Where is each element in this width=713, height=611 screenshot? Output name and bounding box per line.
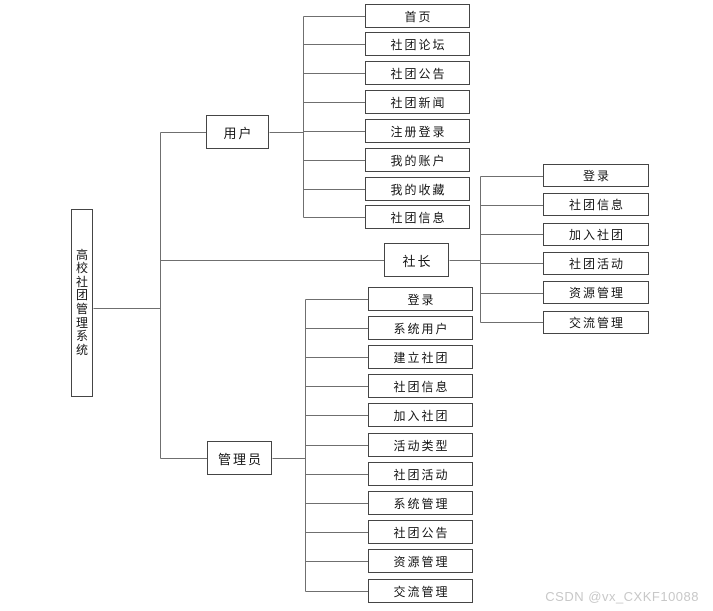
child-node-admin-10: 交流管理: [368, 579, 473, 603]
child-node-president-1: 社团信息: [543, 193, 649, 216]
root-node-char: 理: [75, 315, 88, 330]
child-node-admin-9: 资源管理: [368, 549, 473, 573]
child-node-admin-6: 社团活动: [368, 462, 473, 486]
root-node-char: 校: [75, 261, 88, 276]
child-node-user-1: 社团论坛: [365, 32, 470, 56]
child-node-president-5: 交流管理: [543, 311, 649, 334]
child-node-president-0: 登录: [543, 164, 649, 187]
root-node-char: 团: [75, 288, 88, 303]
child-node-admin-1: 系统用户: [368, 316, 473, 340]
child-node-user-5: 我的账户: [365, 148, 470, 172]
root-node: 高校社团管理系统: [71, 209, 93, 397]
watermark: CSDN @vx_CXKF10088: [545, 589, 699, 604]
root-node-char: 管: [75, 302, 88, 316]
child-node-admin-0: 登录: [368, 287, 473, 311]
child-node-admin-5: 活动类型: [368, 433, 473, 457]
child-node-admin-8: 社团公告: [368, 520, 473, 544]
child-node-admin-3: 社团信息: [368, 374, 473, 398]
child-node-user-2: 社团公告: [365, 61, 470, 85]
branch-node-president: 社长: [384, 243, 449, 277]
child-node-user-4: 注册登录: [365, 119, 470, 143]
child-node-president-2: 加入社团: [543, 223, 649, 246]
child-node-user-7: 社团信息: [365, 205, 470, 229]
child-node-president-3: 社团活动: [543, 252, 649, 275]
root-node-char: 统: [75, 342, 88, 357]
child-node-user-3: 社团新闻: [365, 90, 470, 114]
root-node-char: 社: [75, 274, 88, 289]
branch-node-user: 用户: [206, 115, 269, 149]
child-node-admin-7: 系统管理: [368, 491, 473, 515]
child-node-admin-2: 建立社团: [368, 345, 473, 369]
child-node-admin-4: 加入社团: [368, 403, 473, 427]
root-node-char: 系: [75, 329, 88, 344]
child-node-president-4: 资源管理: [543, 281, 649, 304]
child-node-user-6: 我的收藏: [365, 177, 470, 201]
branch-node-admin: 管理员: [207, 441, 272, 475]
child-node-user-0: 首页: [365, 4, 470, 28]
root-node-char: 高: [75, 247, 88, 262]
